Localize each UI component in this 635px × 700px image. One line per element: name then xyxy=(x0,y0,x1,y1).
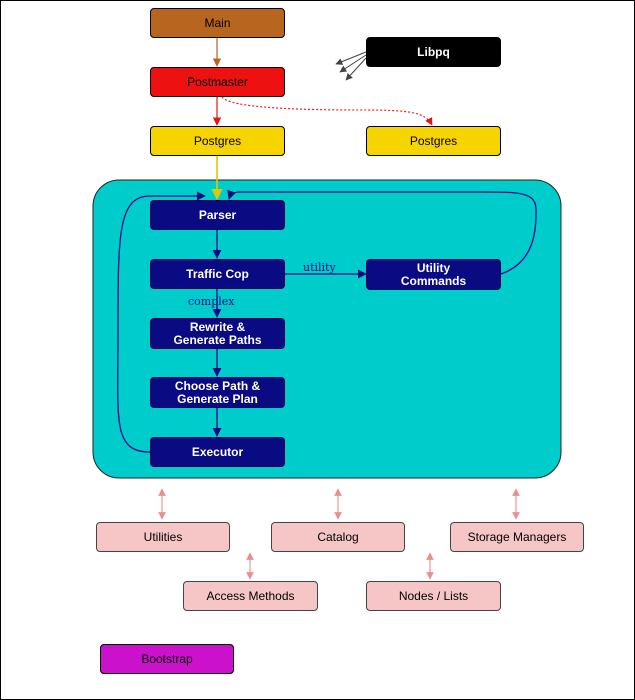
complex-edge-label: complex xyxy=(188,295,235,308)
catalog-node: Catalog xyxy=(271,522,405,552)
postgres-node-right: Postgres xyxy=(366,126,501,156)
postmaster-node: Postmaster xyxy=(150,67,285,97)
postgres-node-left: Postgres xyxy=(150,126,285,156)
access-methods-node: Access Methods xyxy=(183,581,318,611)
nodes-lists-node: Nodes / Lists xyxy=(366,581,501,611)
utility-edge-label: utility xyxy=(303,261,336,274)
bootstrap-node: Bootstrap xyxy=(100,644,234,674)
edge-utility-loop xyxy=(227,189,537,275)
utility-commands-node: Utility Commands xyxy=(366,259,501,290)
storage-managers-node: Storage Managers xyxy=(450,522,584,552)
choose-path-node: Choose Path & Generate Plan xyxy=(150,377,285,408)
edge-libpq-3 xyxy=(345,57,367,81)
parser-node: Parser xyxy=(150,200,285,230)
libpq-node: Libpq xyxy=(366,37,501,67)
edge-libpq-2 xyxy=(339,54,367,73)
executor-node: Executor xyxy=(150,437,285,467)
edge-executor-loop xyxy=(117,191,206,453)
edge-postmaster-postgres-dotted xyxy=(221,96,433,126)
edge-libpq-1 xyxy=(335,51,367,65)
rewrite-node: Rewrite & Generate Paths xyxy=(150,318,285,349)
utilities-node: Utilities xyxy=(96,522,230,552)
traffic-cop-node: Traffic Cop xyxy=(150,259,285,289)
main-node: Main xyxy=(150,8,285,38)
